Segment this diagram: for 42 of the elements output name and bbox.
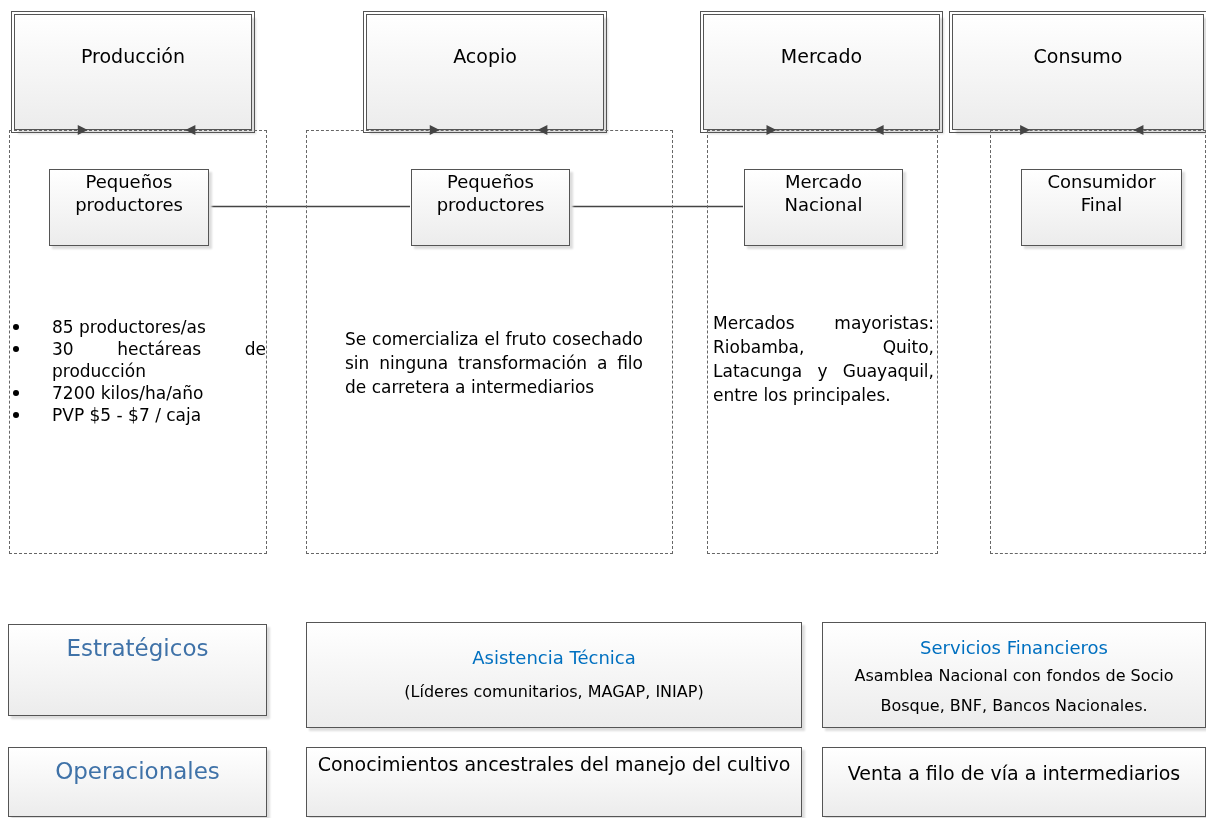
info-box bbox=[306, 622, 802, 728]
connector-line bbox=[207, 205, 411, 208]
lane-panel bbox=[306, 130, 673, 554]
service-title: Servicios Financieros bbox=[919, 637, 1109, 659]
actor-label: Consumidor Final bbox=[1046, 170, 1157, 216]
lane-panel bbox=[990, 130, 1206, 554]
info-box bbox=[306, 747, 802, 817]
actor-box bbox=[1021, 169, 1182, 246]
service-title: Asistencia Técnica bbox=[471, 647, 637, 669]
description-text: Se comercializa el fruto cosechado sin ninguna transformación a filo de carretera a intermediarios bbox=[345, 328, 643, 399]
actor-label: Pequeños productores bbox=[74, 170, 184, 216]
lane-panel bbox=[9, 130, 267, 554]
bullet-item: 85 productores/as bbox=[12, 316, 266, 338]
stage-header-box bbox=[366, 14, 604, 130]
actor-box bbox=[744, 169, 903, 246]
bullet-item: 7200 kilos/ha/año bbox=[12, 382, 266, 404]
stage-header-box bbox=[703, 14, 940, 130]
stage-header-box bbox=[952, 14, 1204, 130]
description-text: Conocimientos ancestrales del manejo del cultivo bbox=[316, 753, 792, 775]
info-box bbox=[822, 747, 1206, 817]
stage-title: Producción bbox=[79, 45, 187, 67]
category-title: Operacionales bbox=[54, 758, 221, 784]
stage-title: Consumo bbox=[1032, 45, 1124, 67]
description-text: Mercados mayoristas: Riobamba, Quito, Latacunga y Guayaquil, entre los principales. bbox=[713, 312, 934, 407]
stage-title: Acopio bbox=[452, 45, 518, 67]
actor-label: Pequeños productores bbox=[435, 170, 546, 216]
stage-title: Mercado bbox=[779, 45, 864, 67]
connector-line bbox=[568, 205, 744, 208]
description-text: Venta a filo de vía a intermediarios bbox=[846, 762, 1182, 784]
bullet-item: PVP $5 - $7 / caja bbox=[12, 404, 266, 426]
actor-box bbox=[411, 169, 570, 246]
service-description: Asamblea Nacional con fondos de Socio Bosque, BNF, Bancos Nacionales. bbox=[853, 665, 1175, 717]
actor-label: Mercado Nacional bbox=[783, 170, 864, 216]
actor-box bbox=[49, 169, 209, 246]
info-box bbox=[822, 622, 1206, 728]
service-description: (Líderes comunitarios, MAGAP, INIAP) bbox=[403, 681, 705, 703]
category-box bbox=[8, 747, 267, 817]
category-box bbox=[8, 624, 267, 716]
stage-header-box bbox=[14, 14, 252, 130]
bullet-item: 30 hectáreas de producción bbox=[12, 338, 266, 382]
lane-panel bbox=[707, 130, 938, 554]
category-title: Estratégicos bbox=[65, 635, 210, 661]
